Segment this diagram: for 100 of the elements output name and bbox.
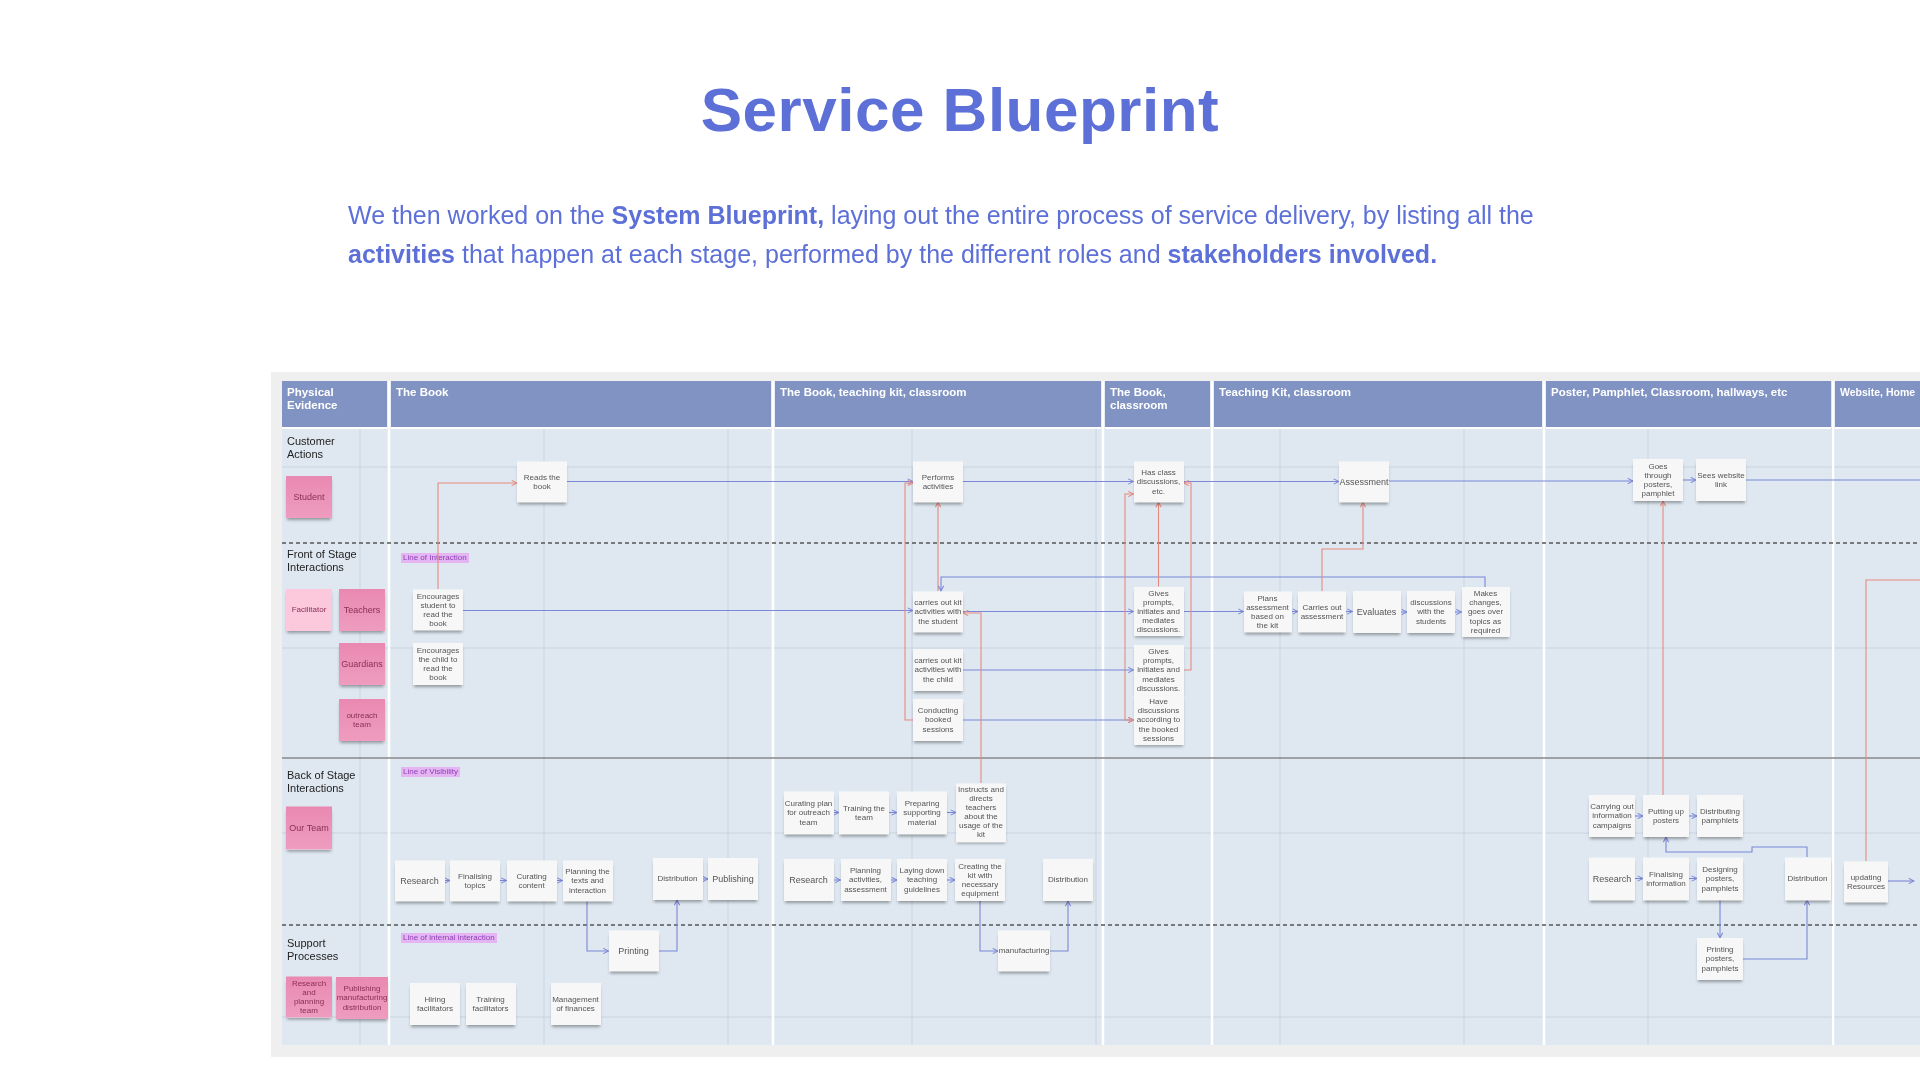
row-label: Customer Actions xyxy=(287,435,336,460)
arrow xyxy=(1321,501,1367,592)
sticky-note: Distribution xyxy=(1043,859,1093,901)
arrow xyxy=(499,877,508,884)
arrow xyxy=(1182,608,1245,615)
column-header: Physical Evidence xyxy=(282,381,387,429)
sticky-note: carries out kit activities with the student xyxy=(913,591,963,632)
sticky-note: Makes changes, goes over topics as required xyxy=(1461,587,1510,637)
sticky-note: Planning activities, assessment xyxy=(840,859,891,901)
sticky-note: manufacturing xyxy=(998,930,1050,971)
sticky-note: Research and planning team xyxy=(286,976,332,1017)
sticky-note: Research xyxy=(783,859,834,901)
column-header: Website, Home xyxy=(1835,381,1920,429)
arrow xyxy=(586,900,610,955)
sticky-note: Distribution xyxy=(652,858,703,900)
sticky-note: Goes through posters, pamphlet xyxy=(1633,459,1683,501)
arrow xyxy=(555,877,564,884)
arrow xyxy=(1124,490,1135,724)
sticky-note: Gives prompts, initiates and mediates discussions. xyxy=(1133,645,1184,695)
arrow xyxy=(1399,608,1408,616)
sticky-note: Has class discussions, etc. xyxy=(1133,461,1184,502)
arrow xyxy=(888,809,898,816)
sticky-note: Creating the kit with necessary equipment xyxy=(955,859,1005,901)
sticky-note: outreach team xyxy=(339,699,385,741)
connector-line xyxy=(1865,579,1920,862)
row-label: Back of Stage Interactions xyxy=(287,769,357,794)
sticky-note: Printing posters, pamphlets xyxy=(1697,938,1743,980)
arrow xyxy=(1688,875,1698,882)
arrow xyxy=(934,501,942,592)
arrow xyxy=(657,899,681,952)
arrow xyxy=(1716,899,1724,939)
arrow xyxy=(1345,608,1354,615)
sticky-note: Student xyxy=(286,476,332,518)
sticky-note: Sees website link xyxy=(1696,459,1746,501)
column-header: The Book, classroom xyxy=(1105,381,1210,429)
arrow xyxy=(1634,875,1644,882)
arrow xyxy=(1388,477,1634,485)
connector-line xyxy=(1745,479,1920,481)
sticky-note: Curating plan for outreach team xyxy=(783,791,834,834)
sticky-note: Printing xyxy=(608,930,659,971)
arrow xyxy=(1659,500,1667,796)
sticky-note: Reads the book xyxy=(517,461,567,502)
sticky-note: Carries out assessment xyxy=(1298,591,1346,632)
arrow xyxy=(1634,812,1644,820)
sticky-note: Curating content xyxy=(506,860,557,901)
arrow xyxy=(946,809,957,816)
sticky-note: Training the team xyxy=(839,791,889,834)
arrow xyxy=(443,877,451,884)
arrow xyxy=(462,607,914,614)
arrow xyxy=(1290,608,1299,615)
sticky-note: Laying down teaching guidelines xyxy=(897,859,947,901)
line-label: Line of Visibility xyxy=(401,767,460,777)
column-header: The Book xyxy=(391,381,771,429)
arrow xyxy=(566,478,914,485)
sticky-note: Teachers xyxy=(339,589,385,631)
sticky-note: Performs activities xyxy=(913,461,963,502)
arrow xyxy=(904,479,914,721)
sticky-note: Carrying out information campaigns xyxy=(1589,795,1635,837)
arrow xyxy=(1182,478,1340,485)
arrow xyxy=(962,608,1135,615)
intro-paragraph: We then worked on the System Blueprint, laying out the entire process of service delivery, by listing all the activities that happen at each stage, performed by the different roles and stakeholders involved. xyxy=(348,200,1535,270)
sticky-note: Have discussions according to the booked sessions xyxy=(1133,695,1184,745)
column-header: Teaching Kit, classroom xyxy=(1214,381,1542,429)
sticky-note: Instructs and directs teachers about the usage of the kit xyxy=(956,782,1006,843)
line-label: Line of internal interaction xyxy=(401,933,497,943)
arrow xyxy=(937,576,1486,592)
sticky-note: Assessment xyxy=(1339,461,1389,502)
arrow xyxy=(1155,501,1162,588)
sticky-note: Our Team xyxy=(286,806,332,849)
arrow xyxy=(1887,877,1915,885)
sticky-note: Designing posters, pamphlets xyxy=(1697,857,1743,900)
sticky-note: Planning the texts and interaction xyxy=(562,860,613,901)
arrow xyxy=(832,876,842,884)
arrow xyxy=(1049,900,1072,952)
arrow xyxy=(962,478,1135,485)
sticky-note: Training facilitators xyxy=(465,983,516,1025)
sticky-note: Distribution xyxy=(1784,857,1831,900)
sticky-note: Conducting booked sessions xyxy=(913,699,963,741)
sticky-note: Distributing pamphlets xyxy=(1697,795,1743,837)
sticky-note: Gives prompts, initiates and mediates discussions. xyxy=(1133,586,1184,637)
sticky-note: Publishing xyxy=(708,858,758,900)
sticky-note: updating Resources xyxy=(1844,861,1888,902)
column-header: Poster, Pamphlet, Classroom, hallways, etc xyxy=(1546,381,1831,429)
sticky-note: Research xyxy=(394,860,445,901)
arrow xyxy=(1182,479,1192,671)
sticky-note: Evaluates xyxy=(1352,591,1401,633)
sticky-note: discussions with the students xyxy=(1407,591,1455,633)
row-label: Front of Stage Interactions xyxy=(287,548,358,573)
sticky-note: Finalising information xyxy=(1643,857,1689,900)
arrow xyxy=(962,666,1135,674)
page-title: Service Blueprint xyxy=(699,74,1221,145)
sticky-note: Finalising topics xyxy=(450,860,500,901)
arrow xyxy=(1742,899,1811,960)
arrow xyxy=(889,876,898,884)
line-label: Line of Interaction xyxy=(401,553,469,563)
sticky-note: Encourages student to read the book xyxy=(413,589,463,630)
sticky-note: Publishing manufacturing distribution xyxy=(336,977,388,1019)
row-label: Support Processes xyxy=(287,937,340,962)
arrow xyxy=(437,479,518,590)
arrow xyxy=(832,809,840,816)
